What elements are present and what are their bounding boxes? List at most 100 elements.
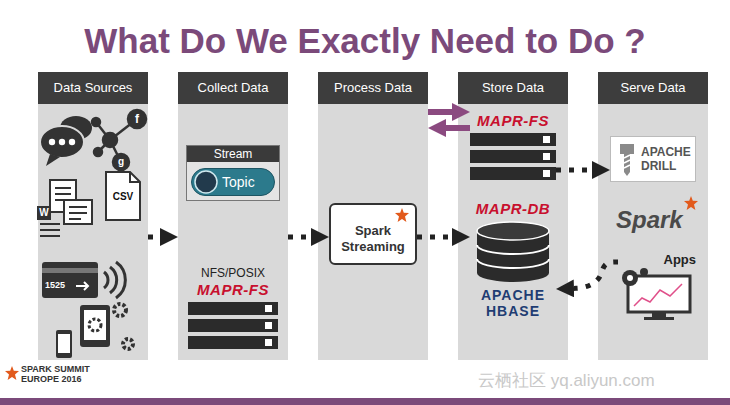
topic-knob-part — [195, 171, 217, 193]
process-box: Spark Streaming — [329, 203, 417, 265]
server-stack-part — [543, 136, 550, 143]
server-stack-part — [188, 319, 278, 332]
column-header: Serve Data — [598, 72, 708, 104]
column-header: Store Data — [458, 72, 568, 104]
server-stack-part — [188, 336, 278, 349]
server-stack-part — [470, 150, 556, 163]
monitor-icon-part — [628, 276, 690, 312]
social-letter: f — [129, 110, 145, 128]
dotted-arrow — [574, 262, 618, 288]
spark-star-part — [684, 196, 698, 210]
title: What Do We Exactly Need to Do ? — [0, 20, 730, 62]
dotted-arrow — [148, 235, 160, 240]
card-reader-icon-part — [42, 262, 98, 298]
monitor-icon-part — [652, 313, 666, 317]
chat-icon-part — [59, 139, 65, 145]
topic-pill: Topic — [191, 168, 275, 196]
logo-text: APACHE DRILL — [611, 137, 695, 181]
event-logo-text: SPARK SUMMIT EUROPE 2016 — [21, 364, 101, 384]
social-network-icon-part — [92, 118, 100, 126]
flow-arrow — [428, 109, 452, 115]
document-icons-part — [130, 172, 140, 182]
process-label: Spark Streaming — [331, 205, 415, 263]
server-stack-part — [543, 153, 550, 160]
column-panel: Store DataMAPR-FS MAPR-DBAPACHE HBASE — [458, 72, 568, 360]
monitor-icon-part — [627, 275, 633, 281]
document-icons-part — [106, 172, 140, 220]
column-panel: Collect DataStreamTopicNFS/POSIXMAPR-FS — [178, 72, 288, 360]
database-cylinder: MAPR-DBAPACHE HBASE — [470, 200, 556, 319]
column-panel: Process DataSpark Streaming — [318, 72, 428, 360]
app-label: Apps — [618, 252, 698, 268]
storage-stack: MAPR-FS — [470, 112, 556, 180]
social-letter: g — [114, 154, 128, 170]
chat-icon-part — [49, 139, 55, 145]
storage-stack: NFS/POSIXMAPR-FS — [188, 266, 278, 349]
storage-label: MAPR-FS — [470, 112, 556, 130]
device-icons-part — [123, 339, 133, 349]
document-icons-part — [55, 188, 71, 200]
social-network-icon-part — [113, 154, 129, 170]
social-network-icon-part — [128, 110, 146, 128]
server-stack-part — [265, 322, 272, 329]
dotted-arrow — [556, 168, 592, 173]
server-stack — [188, 302, 278, 349]
device-icons-part — [89, 319, 101, 331]
monitor-icon — [618, 268, 698, 322]
panel-grounds-part — [178, 72, 288, 360]
monitor-icon-part — [634, 284, 682, 306]
topic-knob — [193, 169, 219, 195]
panel-grounds-part — [318, 72, 428, 360]
monitor-icon-part — [622, 270, 638, 286]
panel-grounds-part — [38, 72, 148, 360]
social-network-icon-part — [103, 133, 117, 147]
panel-grounds-part — [458, 72, 568, 360]
device-icons-part — [56, 330, 72, 358]
card-reader-icon-part — [76, 282, 88, 290]
watermark: 云栖社区 yq.aliyun.com — [478, 370, 724, 392]
card-reader-icon-part — [42, 268, 98, 273]
drill-icon — [616, 142, 638, 178]
column-header: Process Data — [318, 72, 428, 104]
database-label: MAPR-DB — [470, 200, 556, 218]
monitor-icon-part — [640, 268, 648, 276]
card-reader-icon — [42, 262, 125, 298]
document-icons-part — [37, 206, 51, 220]
social-network-icon-part — [94, 148, 102, 156]
device-icons-part — [58, 334, 70, 353]
document-icons — [37, 172, 140, 236]
dotted-arrow — [417, 235, 452, 240]
topic-label: Topic — [192, 169, 274, 195]
device-icons-part — [80, 305, 110, 347]
document-icons-part — [69, 207, 87, 219]
card-number: 1525 — [45, 279, 75, 291]
column-panel: Serve DataAPACHE DRILL SparkApps — [598, 72, 708, 360]
apps-monitor: Apps — [618, 252, 698, 322]
flow-arrow — [446, 125, 470, 131]
database-cylinder-icon — [470, 221, 556, 284]
device-icons-part — [84, 310, 106, 340]
database-cylinder-icon-part — [477, 222, 549, 240]
storage-label: NFS/POSIX — [188, 266, 278, 281]
chat-icon-part — [46, 154, 60, 166]
file-type: CSV — [107, 190, 139, 204]
server-stack-part — [543, 170, 550, 177]
monitor-icon-part — [644, 317, 674, 320]
column-header: Collect Data — [178, 72, 288, 104]
column-panel: Data Sources — [38, 72, 148, 360]
drill-logo-box: APACHE DRILL — [610, 136, 696, 182]
summit-logo — [5, 366, 19, 380]
server-stack-part — [265, 305, 272, 312]
document-icons-part — [64, 200, 92, 224]
server-stack — [470, 133, 556, 180]
spark-logo: Spark — [612, 196, 700, 234]
drill-icon-part — [624, 155, 630, 168]
column-header: Data Sources — [38, 72, 148, 104]
stream-box: StreamTopic — [186, 145, 280, 201]
drill-icon-part — [620, 144, 634, 176]
card-reader-icon-part — [104, 262, 125, 298]
document-icons-part — [40, 224, 60, 236]
device-icons — [56, 304, 133, 358]
server-stack-part — [265, 339, 272, 346]
